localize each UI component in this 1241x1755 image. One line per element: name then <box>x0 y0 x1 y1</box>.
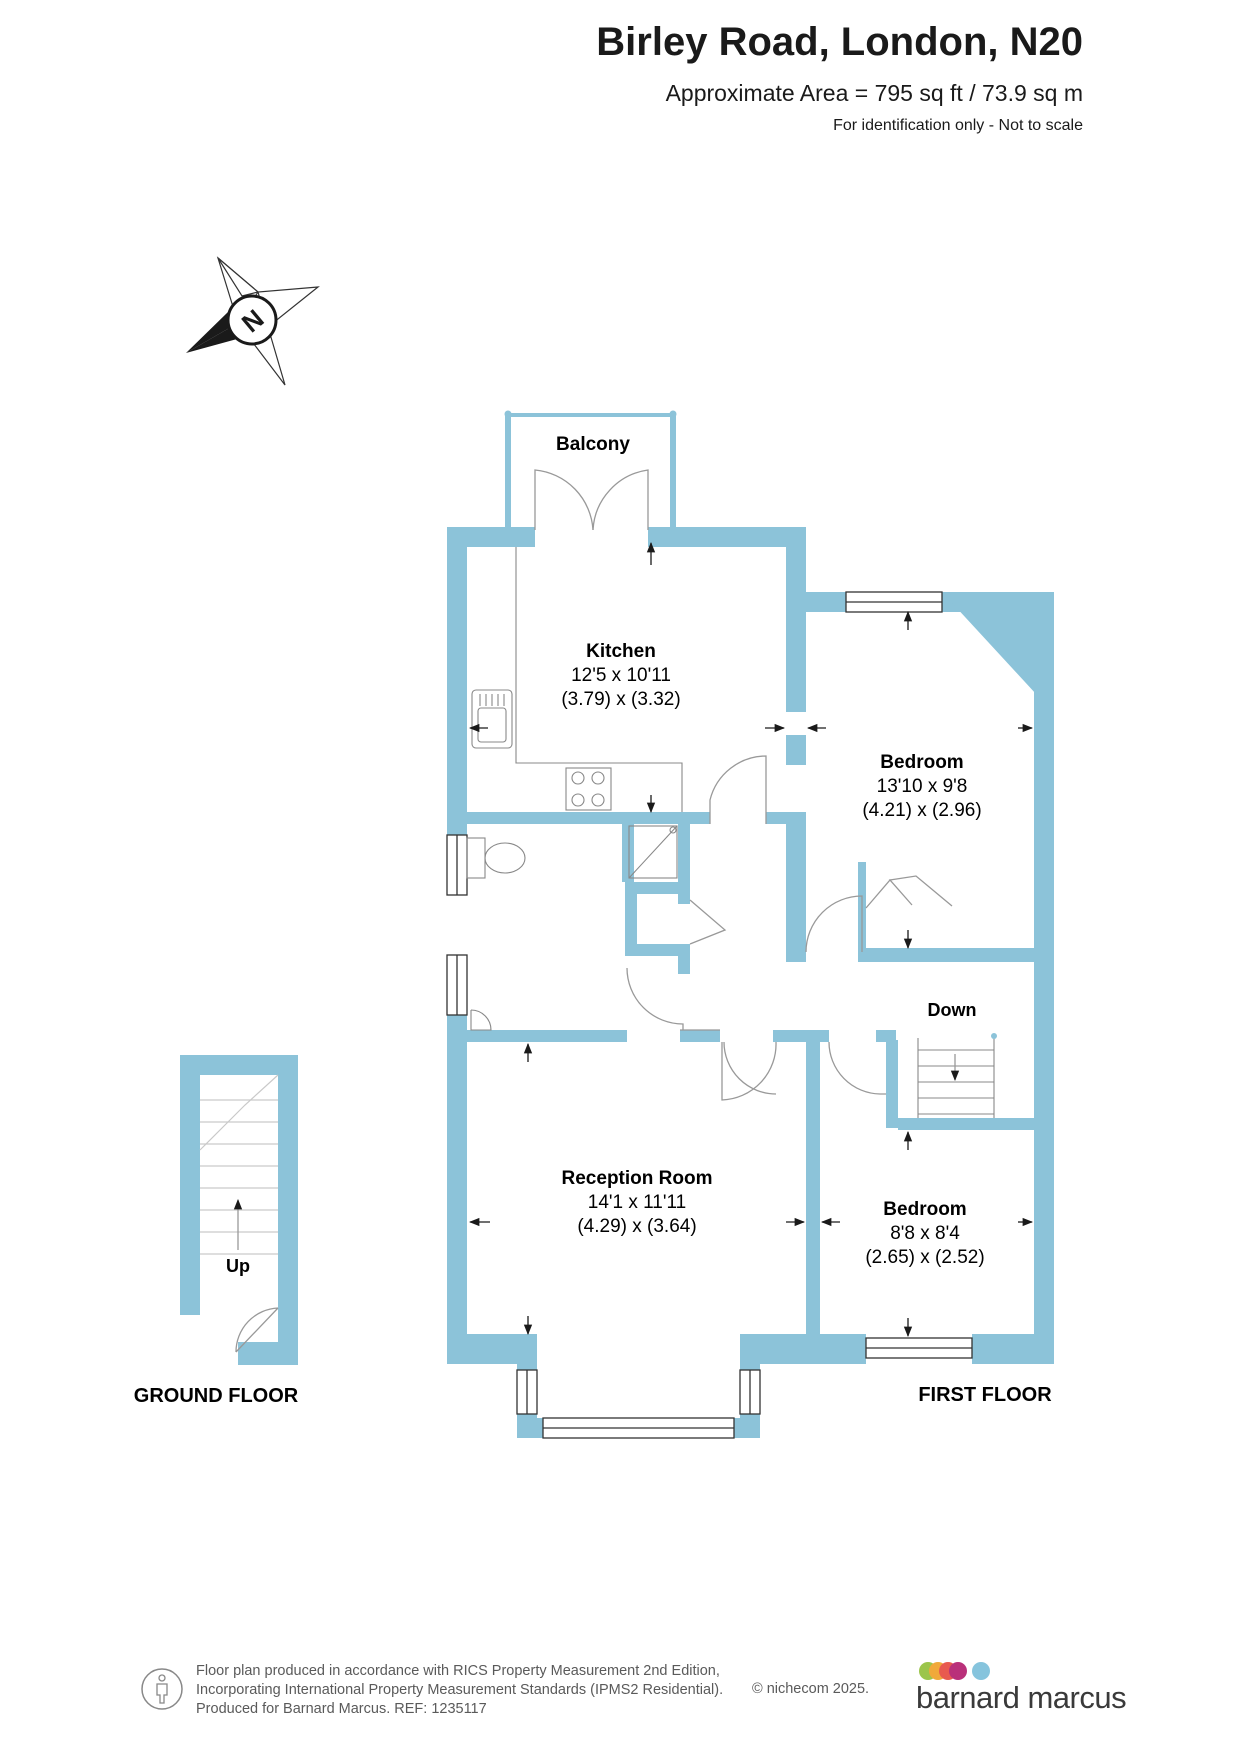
brand-logo-icon <box>919 1662 990 1680</box>
first-floor-label: FIRST FLOOR <box>918 1384 1052 1406</box>
person-measure-icon <box>141 1668 183 1710</box>
bedroom2-imperial: 8'8 x 8'4 <box>890 1223 960 1244</box>
kitchen-metric: (3.79) x (3.32) <box>561 689 680 710</box>
kitchen-imperial: 12'5 x 10'11 <box>571 665 671 686</box>
stair-down-label: Down <box>928 1000 977 1020</box>
footer-notes: Floor plan produced in accordance with R… <box>196 1662 723 1719</box>
footer-line-2: Incorporating International Property Mea… <box>196 1682 724 1698</box>
property-title: Birley Road, London, N20 <box>596 20 1083 64</box>
footer-line-1: Floor plan produced in accordance with R… <box>196 1663 720 1679</box>
ground-floor-label: GROUND FLOOR <box>134 1385 299 1407</box>
first-floor-walls <box>447 410 1054 1438</box>
kitchen-name: Kitchen <box>586 641 656 662</box>
reception-imperial: 14'1 x 11'11 <box>588 1192 686 1213</box>
windows <box>446 591 973 1439</box>
fixtures <box>466 547 997 1118</box>
reception-name: Reception Room <box>562 1168 713 1189</box>
stair-up-label: Up <box>226 1256 250 1276</box>
dimension-arrows <box>468 541 1034 1338</box>
compass-north-icon: N <box>186 256 320 386</box>
bedroom2-name: Bedroom <box>883 1199 966 1220</box>
copyright-notice: © nichecom 2025. <box>752 1681 870 1697</box>
ground-floor-plan <box>180 1055 298 1365</box>
footer-line-3: Produced for Barnard Marcus. REF: 123511… <box>196 1701 487 1717</box>
doors <box>534 469 953 1101</box>
approximate-area: Approximate Area = 795 sq ft / 73.9 sq m <box>665 80 1083 106</box>
bedroom1-imperial: 13'10 x 9'8 <box>877 776 968 797</box>
reception-metric: (4.29) x (3.64) <box>577 1216 696 1237</box>
bedroom1-name: Bedroom <box>880 752 963 773</box>
bedroom2-metric: (2.65) x (2.52) <box>865 1247 984 1268</box>
balcony-label: Balcony <box>556 434 630 455</box>
scale-disclaimer: For identification only - Not to scale <box>833 117 1083 134</box>
brand-name: barnard marcus <box>916 1680 1127 1715</box>
bedroom1-metric: (4.21) x (2.96) <box>862 800 981 821</box>
